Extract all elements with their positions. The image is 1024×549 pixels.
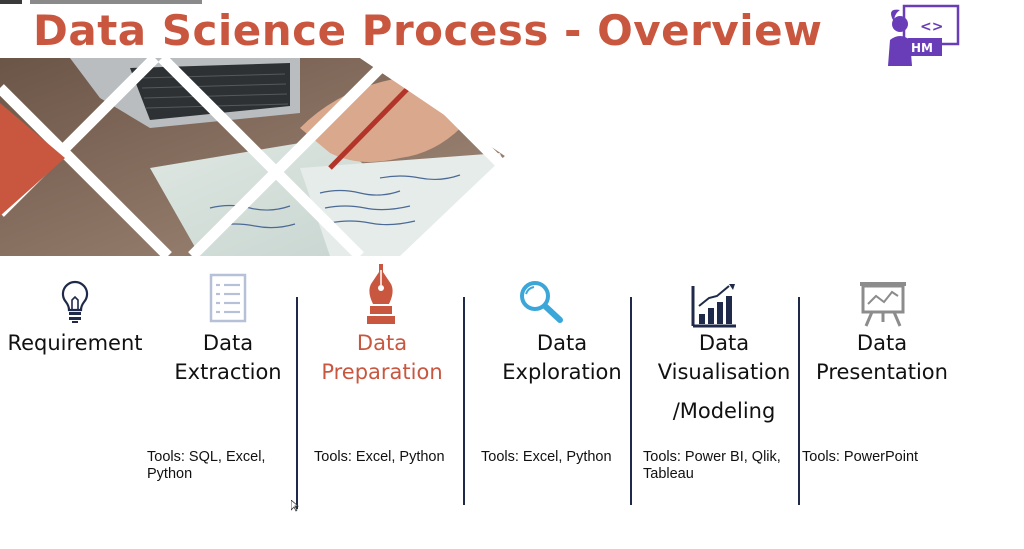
tools-data-visualisation: Tools: Power BI, Qlik, Tableau: [643, 449, 781, 482]
lightbulb-icon: [61, 280, 89, 323]
stage-label-data-line1: Data: [356, 331, 408, 355]
hero-image: [0, 58, 520, 256]
checklist-icon: [209, 273, 247, 323]
bar-chart-icon: [691, 284, 736, 328]
logo-icon: <> HM: [888, 4, 960, 66]
divider-line: [463, 297, 465, 505]
stage-label-presentation: Presentation: [816, 360, 948, 384]
divider-line: [296, 297, 298, 509]
stage-label-exploration: Exploration: [502, 360, 622, 384]
stage-label-extraction: Extraction: [174, 360, 282, 384]
window-top-bar: [0, 0, 1024, 4]
stage-label-modeling: /Modeling: [672, 399, 776, 423]
divider-line: [798, 297, 800, 505]
stage-label-data-line1: Data: [856, 331, 908, 355]
stage-label-data-line1: Data: [536, 331, 588, 355]
divider-line: [630, 297, 632, 505]
stage-label-requirement: Requirement: [7, 331, 143, 355]
magnifier-icon: [520, 281, 563, 323]
logo-text: HM: [911, 41, 933, 55]
tools-data-presentation: Tools: PowerPoint: [802, 449, 919, 465]
stage-label-preparation: Preparation: [321, 360, 443, 384]
tools-data-preparation: Tools: Excel, Python: [314, 449, 445, 465]
logo-code-symbol: <>: [920, 19, 943, 35]
tools-data-extraction: Tools: SQL, Excel, Python: [147, 449, 266, 482]
stage-label-data-line1: Data: [202, 331, 254, 355]
stage-label-visualisation: Visualisation: [657, 360, 791, 384]
mouse-cursor-icon: [291, 500, 299, 512]
tools-data-exploration: Tools: Excel, Python: [481, 449, 612, 465]
stage-label-data-line1: Data: [698, 331, 750, 355]
fountain-pen-icon: [367, 264, 395, 324]
window-tab-dark[interactable]: [0, 0, 22, 4]
window-tab-grey[interactable]: [30, 0, 202, 4]
presentation-board-icon: [860, 282, 906, 327]
slide-title: Data Science Process - Overview: [33, 6, 823, 55]
